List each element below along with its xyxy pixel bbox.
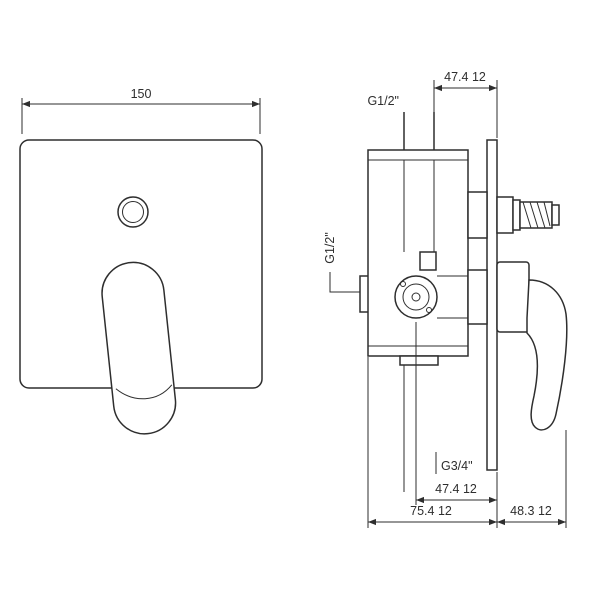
lever-front-detail <box>115 384 173 400</box>
handle-mount <box>496 261 530 333</box>
lever-front <box>101 261 177 435</box>
outlet-label: G3/4" <box>441 459 473 473</box>
cartridge-circle-outer <box>394 275 438 319</box>
dim-label-front-width: 150 <box>131 87 152 101</box>
spout-collar <box>512 199 521 231</box>
spout-end-cap <box>551 204 560 226</box>
button-hole-inner <box>122 201 144 223</box>
cartridge-mount-block <box>419 251 437 271</box>
cartridge-housing <box>467 269 488 325</box>
dim-label-top: 47.4 12 <box>444 70 486 84</box>
dimension-extension-lines <box>21 98 261 134</box>
dimension-extension-lines <box>433 80 498 138</box>
side-inlet-boss <box>359 275 368 313</box>
dim-label-body-depth: 75.4 12 <box>410 504 452 518</box>
spout-thread-hatch <box>522 201 551 229</box>
lever-front-outline <box>101 261 177 435</box>
wall-plate-edge <box>486 139 498 471</box>
outlet-leader-lines <box>403 322 417 505</box>
button-hole-outer <box>117 196 149 228</box>
dimension-top: 47.4 12 <box>433 70 498 138</box>
inlet-label-side: G1/2" <box>323 232 337 264</box>
cartridge-center <box>411 292 421 302</box>
side-view: G1/2" 47.4 12 G1/2" <box>323 70 568 528</box>
spout-assembly <box>467 191 560 239</box>
handle-lever <box>526 279 568 431</box>
valve-body-flange-lines <box>368 159 468 347</box>
front-view: 150 <box>19 87 263 435</box>
valve-body-outline <box>367 149 469 357</box>
dimension-front-width: 150 <box>21 87 261 134</box>
dim-label-handle-depth: 48.3 12 <box>510 504 552 518</box>
spout-flange <box>467 191 488 239</box>
dimension-bottom-left: 75.4 12 <box>367 357 497 528</box>
internal-bore-lines <box>403 160 435 252</box>
top-inlet-pipe <box>403 112 435 150</box>
cartridge-screw-top <box>400 281 406 287</box>
spout-body <box>496 196 514 234</box>
cartridge-screw-bottom <box>426 307 432 313</box>
inlet-side-leader <box>329 272 360 293</box>
inlet-label-top: G1/2" <box>367 94 399 108</box>
cartridge-circle-inner <box>402 283 430 311</box>
bottom-outlet-stub <box>399 355 439 366</box>
dimension-bottom-inner: 47.4 12 <box>416 472 498 528</box>
dim-label-center-to-plate: 47.4 12 <box>435 482 477 496</box>
dimension-bottom-right: 48.3 12 <box>497 430 567 528</box>
cartridge-housing-lines <box>437 275 468 319</box>
